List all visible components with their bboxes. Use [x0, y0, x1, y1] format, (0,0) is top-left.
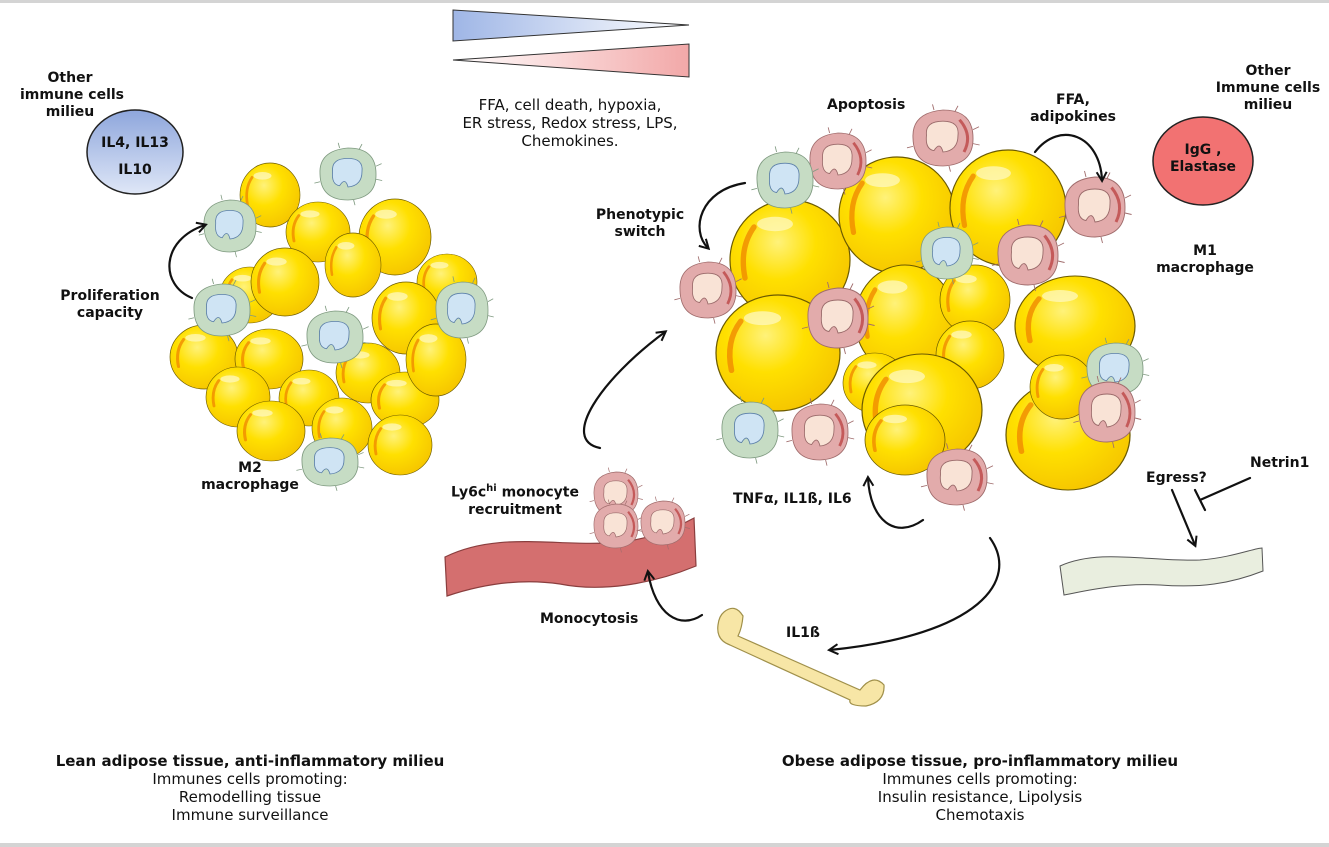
- phenotypic-switch-line: switch: [614, 224, 666, 240]
- netrin1-label: Netrin1: [1250, 455, 1310, 471]
- right-bubble-line: Elastase: [1169, 159, 1237, 175]
- stressors-line: ER stress, Redox stress, LPS,: [462, 114, 678, 132]
- pro-inflammatory-gradient-triangle: [452, 43, 690, 78]
- il4-il13-il10-bubble: [86, 109, 184, 195]
- monocyte-suffix: monocyte: [496, 484, 579, 501]
- ffa-line: adipokines: [1030, 109, 1116, 125]
- left-milieu-label: Other immune cells milieu: [20, 70, 125, 121]
- right-milieu-line: Immune cells: [1215, 80, 1321, 96]
- bottom-border: [0, 843, 1329, 847]
- left-bubble-line: IL4, IL13: [101, 135, 169, 151]
- monocyte-label-line2: recruitment: [468, 501, 562, 518]
- ffa-adipokines-label: FFA, adipokines: [1018, 92, 1128, 126]
- cytokines-arrow: [868, 478, 925, 529]
- blood-vessel: [444, 517, 697, 597]
- monocytosis-arrow: [648, 572, 704, 622]
- monocytosis-label: Monocytosis: [540, 611, 639, 627]
- lean-footer-title: Lean adipose tissue, anti-inflammatory m…: [55, 752, 445, 770]
- left-milieu-label-line: milieu: [45, 104, 95, 120]
- cytokines-label: TNFα, IL1ß, IL6: [733, 491, 852, 507]
- phenotypic-switch-label: Phenotypic switch: [585, 207, 695, 241]
- proliferation-label: Proliferation capacity: [50, 288, 170, 322]
- proliferation-arrow: [168, 225, 205, 300]
- obese-footer-title: Obese adipose tissue, pro-inflammatory m…: [781, 752, 1179, 770]
- anti-inflammatory-gradient-triangle: [452, 9, 690, 42]
- stressors-label: FFA, cell death, hypoxia, ER stress, Red…: [440, 96, 700, 150]
- lean-footer-line: Immune surveillance: [171, 806, 329, 824]
- right-bubble-text: IgG , Elastase: [1153, 142, 1253, 176]
- igg-elastase-bubble: [1152, 116, 1254, 206]
- lymphatic-vessel: [1059, 547, 1264, 596]
- lean-adipose-cluster: [170, 142, 495, 492]
- lean-footer-line: Immunes cells promoting:: [152, 770, 348, 788]
- netrin1-inhibition-line: [1193, 476, 1252, 512]
- right-milieu-label: Other Immune cells milieu: [1210, 63, 1326, 114]
- stressors-line: Chemokines.: [521, 132, 619, 150]
- stressors-line: FFA, cell death, hypoxia,: [478, 96, 662, 114]
- m1-macrophage-label: M1 macrophage: [1150, 243, 1260, 277]
- m2-label-line: macrophage: [201, 477, 299, 493]
- left-milieu-label-line: Other: [47, 70, 93, 86]
- obese-footer-line: Immunes cells promoting:: [882, 770, 1078, 788]
- m1-label-line: M1: [1193, 243, 1217, 259]
- obese-adipose-cluster: [673, 102, 1149, 510]
- egress-label: Egress?: [1146, 470, 1207, 486]
- monocyte-label-line1: Ly6chi monocyte: [440, 480, 590, 502]
- monocyte-prefix: Ly6c: [451, 484, 487, 501]
- right-milieu-line: Other: [1245, 63, 1291, 79]
- egress-arrow: [1170, 488, 1195, 545]
- il1b-label: IL1ß: [786, 625, 820, 641]
- right-milieu-line: milieu: [1243, 97, 1293, 113]
- apoptosis-label: Apoptosis: [827, 97, 906, 113]
- monocyte-superscript: hi: [486, 483, 497, 494]
- lean-footer: Lean adipose tissue, anti-inflammatory m…: [40, 752, 460, 824]
- ffa-line: FFA,: [1056, 92, 1090, 108]
- left-bubble-line: IL10: [118, 162, 152, 178]
- proliferation-label-line: Proliferation: [60, 288, 160, 304]
- left-bubble-text: IL4, IL13 IL10: [87, 135, 183, 179]
- obese-footer-line: Chemotaxis: [935, 806, 1025, 824]
- proliferation-label-line: capacity: [76, 305, 144, 321]
- top-border: [0, 0, 1329, 3]
- m1-label-line: macrophage: [1156, 260, 1254, 276]
- left-milieu-label-line: immune cells: [20, 87, 125, 103]
- m2-macrophage-label: M2 macrophage: [200, 460, 300, 494]
- recruitment-arrow: [582, 332, 665, 450]
- phenotypic-switch-arrow: [700, 181, 747, 248]
- phenotypic-switch-line: Phenotypic: [595, 207, 685, 223]
- right-bubble-line: IgG ,: [1184, 142, 1222, 158]
- ffa-adipokines-arrow: [1033, 133, 1102, 180]
- monocyte-recruitment-label: Ly6chi monocyte recruitment: [440, 480, 590, 519]
- m2-label-line: M2: [238, 460, 262, 476]
- obese-footer-line: Insulin resistance, Lipolysis: [877, 788, 1083, 806]
- bone: [717, 607, 885, 707]
- obese-footer: Obese adipose tissue, pro-inflammatory m…: [775, 752, 1185, 824]
- il1b-to-bone-arrow: [830, 536, 1001, 650]
- lean-footer-line: Remodelling tissue: [178, 788, 322, 806]
